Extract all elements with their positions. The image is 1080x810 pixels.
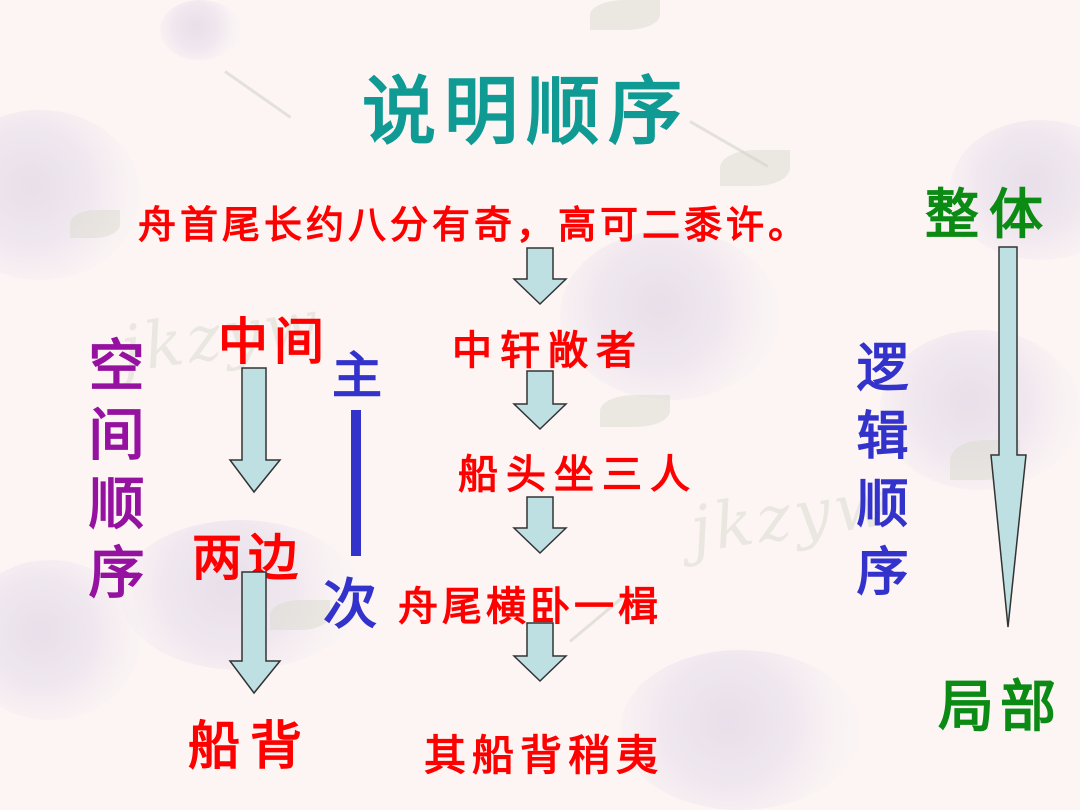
arrow-sides-to-back: [228, 571, 282, 695]
part-label: 局部: [938, 674, 1062, 740]
center-step-1: 中轩敞者: [452, 327, 644, 374]
leaf-decoration: [270, 600, 330, 630]
center-step-2: 船头坐三人: [458, 451, 698, 498]
primary-label: 主: [332, 346, 382, 405]
rose-decoration: [160, 0, 240, 60]
secondary-label: 次: [323, 572, 377, 636]
leaf-decoration: [600, 395, 670, 427]
leaf-decoration: [720, 150, 790, 186]
center-step-4: 其船背稍夷: [424, 731, 665, 780]
spatial-step-middle: 中间: [218, 312, 330, 371]
leaf-decoration: [70, 210, 120, 238]
arrow-middle-to-sides: [228, 367, 282, 494]
whole-label: 整体: [925, 182, 1053, 246]
arrow-stern-to-back: [512, 622, 568, 683]
arrow-bow-to-stern: [512, 496, 568, 555]
rose-decoration: [120, 520, 360, 670]
spatial-step-boat-back: 船背: [188, 716, 313, 777]
leaf-decoration: [590, 0, 660, 30]
rose-decoration: [0, 110, 140, 280]
rose-decoration: [0, 560, 140, 720]
rose-decoration: [620, 650, 860, 810]
spatial-order-label: 空间顺序: [79, 336, 145, 612]
center-step-3: 舟尾横卧一楫: [398, 583, 662, 630]
stem-decoration: [224, 70, 292, 119]
rose-decoration: [560, 230, 780, 400]
whole-to-part-arrow: [990, 246, 1027, 628]
source-sentence: 舟首尾长约八分有奇，高可二黍许。: [138, 202, 811, 247]
primary-secondary-line: [351, 410, 361, 556]
slide-title: 说明顺序: [362, 69, 690, 155]
logical-order-label: 逻辑顺序: [847, 340, 908, 612]
rose-decoration: [880, 330, 1080, 490]
arrow-sentence-to-cabin: [512, 247, 568, 306]
arrow-cabin-to-bow: [512, 370, 568, 431]
